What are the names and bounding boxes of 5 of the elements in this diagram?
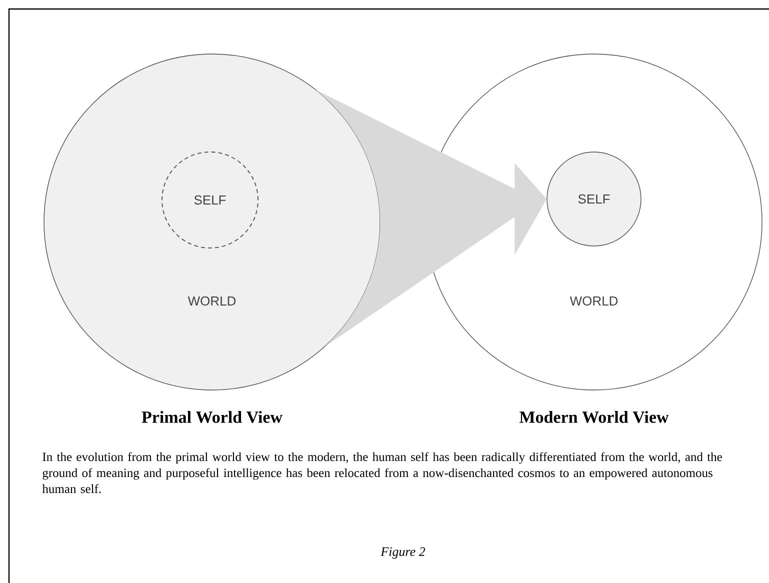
caption: In the evolution from the primal world view to the modern, the human self has been radically differentiated from the world, and the ground of meaning and purposeful intelligence has been relocated from a now-disenchanted cosmos to an empowered autonomous human self. bbox=[42, 452, 722, 494]
heading: Primal World View bbox=[142, 410, 282, 423]
heading: Modern World View bbox=[520, 410, 669, 423]
figure-number: Figure 2 bbox=[380, 547, 426, 559]
arrow bbox=[315, 90, 547, 347]
